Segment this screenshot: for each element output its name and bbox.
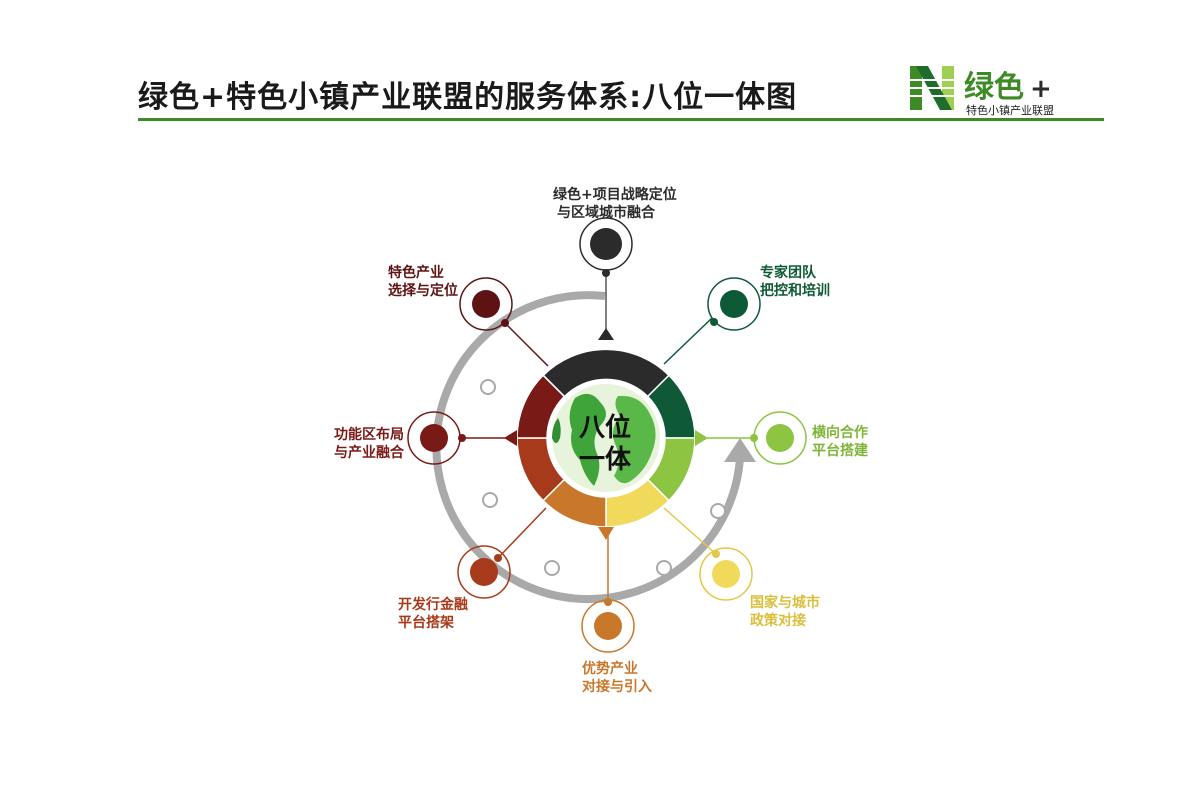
node-6-icon <box>457 545 511 599</box>
node-3-icon <box>750 411 807 465</box>
node-label-2: 专家团队 把控和培训 <box>760 264 830 300</box>
hub-label-line1: 八位 <box>578 413 631 443</box>
node-label-2-line2: 把控和培训 <box>760 283 830 299</box>
segment-ring <box>516 348 696 528</box>
node-label-6-line2: 平台搭架 <box>398 615 454 631</box>
node-label-4-line1: 国家与城市 <box>750 595 820 611</box>
node-label-7-line1: 功能区布局 <box>334 427 404 443</box>
node-circles <box>407 217 807 653</box>
node-4-icon <box>699 547 753 601</box>
node-label-1: 绿色+项目战略定位 与区域城市融合 <box>553 186 677 222</box>
hub-label: 八位 一体 <box>560 412 650 476</box>
node-label-8-line2: 选择与定位 <box>388 283 458 299</box>
node-label-5: 优势产业 对接与引入 <box>582 660 652 696</box>
cycle-arrow-head <box>724 438 756 462</box>
node-label-3: 横向合作 平台搭建 <box>812 424 868 460</box>
node-label-3-line1: 横向合作 <box>812 425 868 441</box>
brand-logo: 绿色+ 特色小镇产业联盟 <box>906 62 1066 118</box>
node-label-3-line2: 平台搭建 <box>812 443 868 459</box>
cycle-arrow-ring <box>432 291 744 604</box>
node-label-6-line1: 开发行金融 <box>398 597 468 613</box>
logo-plus: + <box>1030 74 1052 104</box>
logo-subtitle: 特色小镇产业联盟 <box>966 104 1054 117</box>
node-label-6: 开发行金融 平台搭架 <box>398 596 468 632</box>
node-label-8: 特色产业 选择与定位 <box>388 264 458 300</box>
node-label-4-line2: 政策对接 <box>750 613 806 629</box>
globe-icon <box>552 384 660 492</box>
node-5-icon <box>581 598 635 653</box>
node-1-icon <box>579 217 633 277</box>
hub-label-line2: 一体 <box>578 445 631 475</box>
page-title: 绿色+特色小镇产业联盟的服务体系:八位一体图 <box>138 80 798 115</box>
ring-dots <box>480 379 726 576</box>
segment-pointers <box>504 328 708 540</box>
node-label-1-line1: 绿色+项目战略定位 <box>553 187 677 203</box>
node-label-5-line2: 对接与引入 <box>582 679 652 695</box>
node-8-icon <box>459 277 513 331</box>
title-underline <box>138 118 1104 121</box>
node-label-7: 功能区布局 与产业融合 <box>334 426 404 462</box>
logo-text: 绿色+ <box>964 62 1052 106</box>
node-label-5-line1: 优势产业 <box>582 661 638 677</box>
node-label-4: 国家与城市 政策对接 <box>750 594 820 630</box>
node-7-icon <box>407 411 466 465</box>
node-label-1-line2: 与区域城市融合 <box>557 205 655 221</box>
node-label-8-line1: 特色产业 <box>388 265 444 281</box>
logo-main-text: 绿色 <box>964 70 1024 105</box>
node-2-icon <box>707 277 761 331</box>
node-label-7-line2: 与产业融合 <box>334 445 404 461</box>
logo-n-icon <box>908 66 956 110</box>
node-label-2-line1: 专家团队 <box>760 265 816 281</box>
